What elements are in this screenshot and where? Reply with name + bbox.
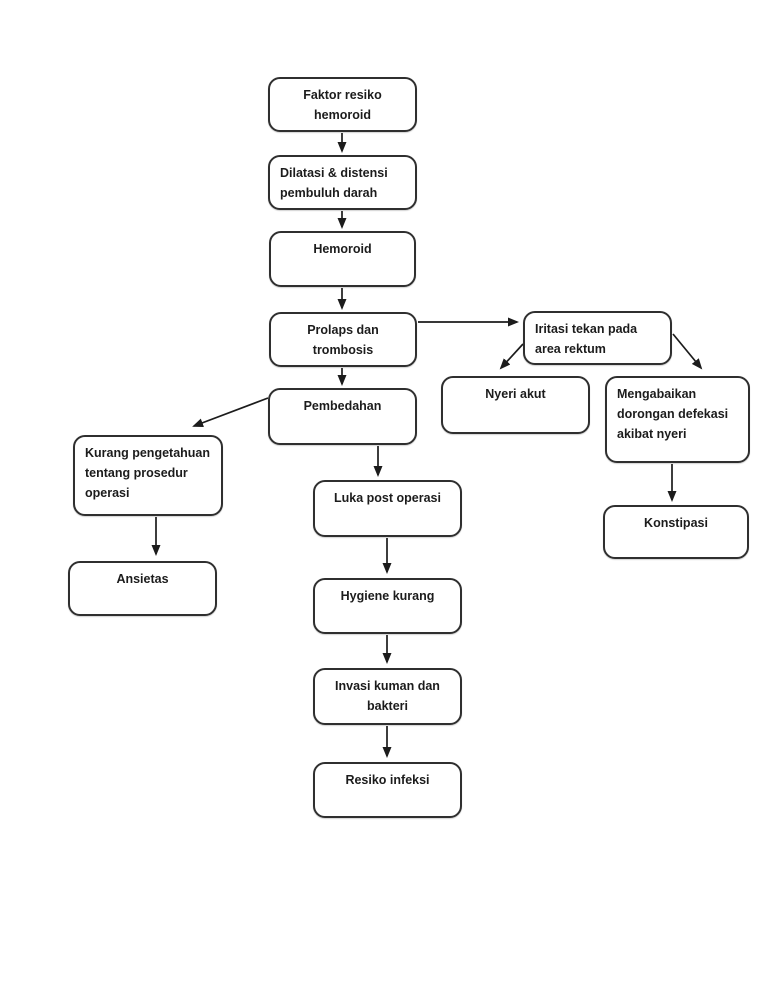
node-resiko-infeksi: Resiko infeksi <box>313 762 462 818</box>
node-label-mengabaikan: Mengabaikan dorongan defekasi akibat nye… <box>617 387 729 441</box>
node-label-faktor-resiko: Faktor resiko hemoroid <box>303 88 382 122</box>
node-label-luka-post-operasi: Luka post operasi <box>334 491 441 505</box>
node-mengabaikan: Mengabaikan dorongan defekasi akibat nye… <box>605 376 750 463</box>
node-pembedahan: Pembedahan <box>268 388 417 445</box>
node-iritasi: Iritasi tekan pada area rektum <box>523 311 672 365</box>
node-label-kurang-pengetahuan: Kurang pengetahuan tentang prosedur oper… <box>85 446 211 500</box>
node-prolaps: Prolaps dan trombosis <box>269 312 417 367</box>
node-label-hygiene-kurang: Hygiene kurang <box>340 589 435 603</box>
node-hemoroid: Hemoroid <box>269 231 416 287</box>
node-nyeri-akut: Nyeri akut <box>441 376 590 434</box>
node-label-resiko-infeksi: Resiko infeksi <box>345 773 430 787</box>
node-label-konstipasi: Konstipasi <box>644 516 708 530</box>
node-ansietas: Ansietas <box>68 561 217 616</box>
node-konstipasi: Konstipasi <box>603 505 749 559</box>
node-hygiene-kurang: Hygiene kurang <box>313 578 462 634</box>
node-label-dilatasi: Dilatasi & distensi pembuluh darah <box>280 166 388 200</box>
node-luka-post-operasi: Luka post operasi <box>313 480 462 537</box>
node-label-nyeri-akut: Nyeri akut <box>485 387 546 401</box>
node-label-invasi-kuman: Invasi kuman dan bakteri <box>335 679 440 713</box>
node-label-ansietas: Ansietas <box>116 572 169 586</box>
node-invasi-kuman: Invasi kuman dan bakteri <box>313 668 462 725</box>
node-faktor-resiko: Faktor resiko hemoroid <box>268 77 417 132</box>
node-label-hemoroid: Hemoroid <box>313 242 372 256</box>
node-kurang-pengetahuan: Kurang pengetahuan tentang prosedur oper… <box>73 435 223 516</box>
node-dilatasi: Dilatasi & distensi pembuluh darah <box>268 155 417 210</box>
node-label-prolaps: Prolaps dan trombosis <box>307 323 379 357</box>
node-label-pembedahan: Pembedahan <box>303 399 382 413</box>
node-label-iritasi: Iritasi tekan pada area rektum <box>535 322 638 356</box>
